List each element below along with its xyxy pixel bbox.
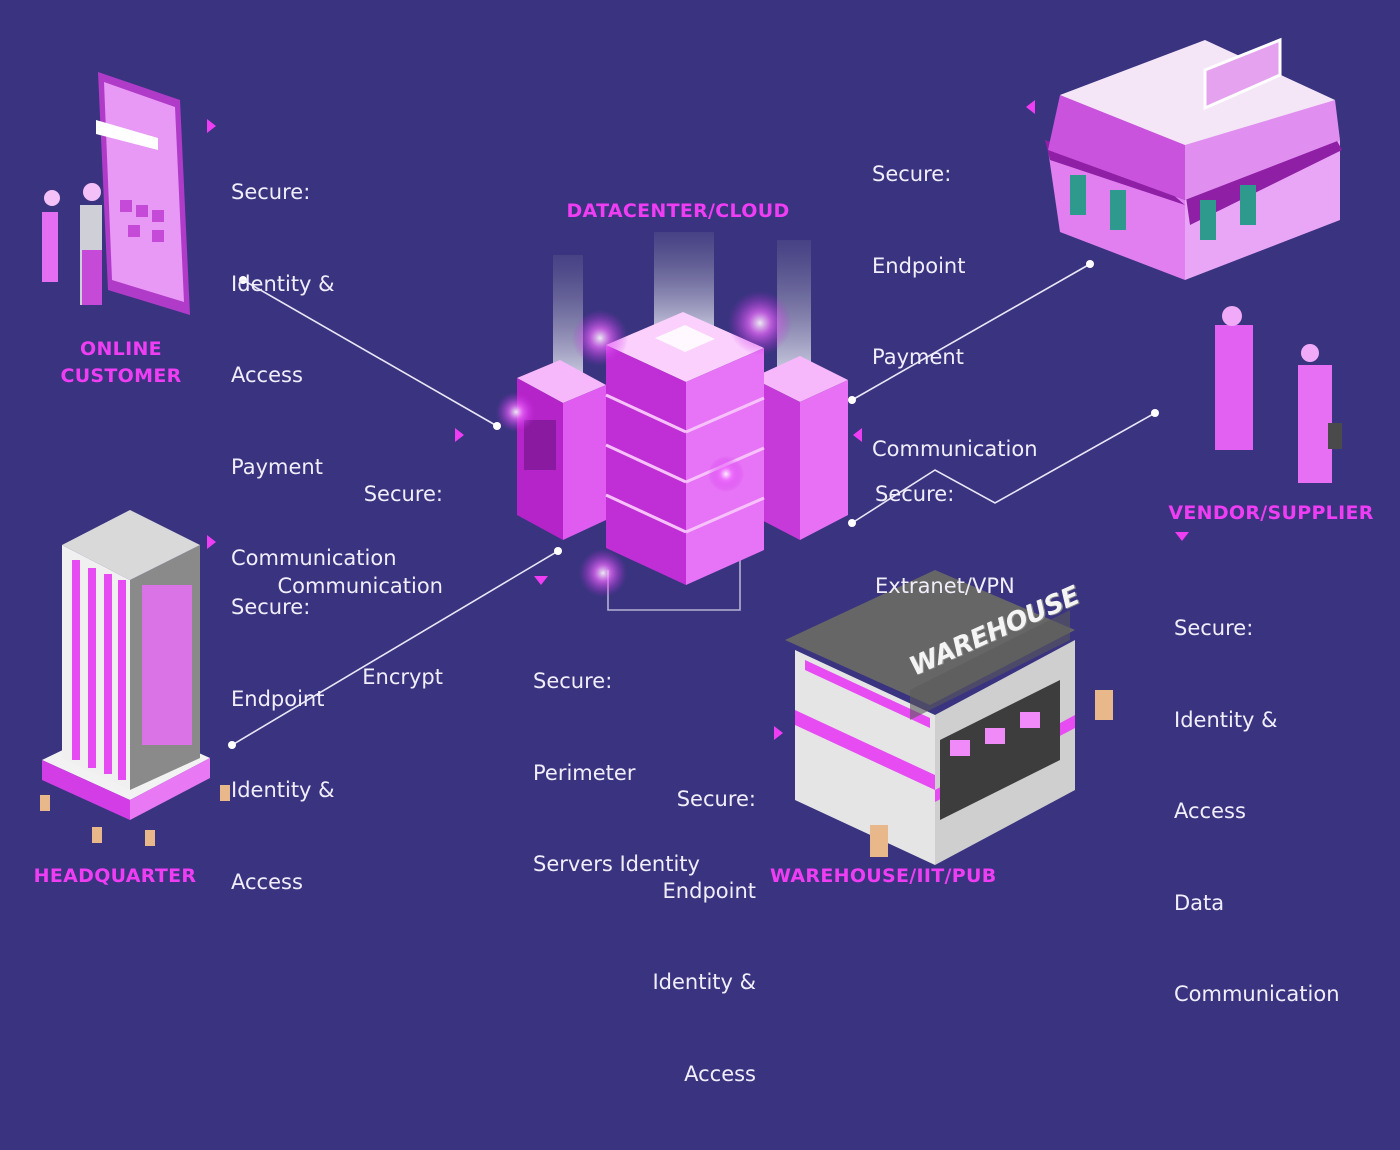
warehouse-illustration (785, 570, 1113, 865)
security-line: Access (231, 363, 303, 387)
security-line: Secure: (676, 787, 756, 811)
security-line: Endpoint (662, 878, 756, 903)
vendor-title: VENDOR/SUPPLIER (1168, 502, 1374, 524)
pointer-triangle (1026, 100, 1035, 114)
security-line: Secure: (1174, 616, 1254, 640)
vendor-security-list: Secure: Identity & Access Data Communica… (1174, 552, 1340, 1071)
glow-orb (708, 456, 744, 492)
headquarter-title: HEADQUARTER (33, 865, 197, 887)
glow-orb (496, 392, 536, 432)
connector-dot (848, 519, 856, 527)
pointer-triangle (207, 535, 216, 549)
store-illustration (1045, 37, 1342, 280)
security-line: Access (684, 1061, 756, 1086)
pointer-triangle (774, 726, 783, 740)
vendor-illustration (1215, 306, 1342, 483)
datacenter-right-security-list: Secure: Extranet/VPN (875, 418, 1015, 662)
headquarter-security-list: Secure: Endpoint Identity & Access (231, 531, 335, 958)
security-line: Secure: (231, 180, 311, 204)
security-line: Payment (872, 345, 964, 369)
connector-dots (228, 260, 1159, 749)
security-line: Extranet/VPN (875, 573, 1015, 598)
online-customer-title: ONLINE CUSTOMER (60, 338, 182, 387)
connector-dot (554, 547, 562, 555)
headquarter-illustration (40, 510, 230, 846)
datacenter-left-security-list: Secure: Communication Encrypt (270, 418, 443, 754)
security-line: Servers Identity (533, 852, 700, 876)
connector-dot (1086, 260, 1094, 268)
security-line: Communication (872, 436, 1038, 461)
connector-vendor (851, 412, 1156, 524)
glow-orb (579, 549, 627, 597)
connector-online-customer (242, 279, 498, 427)
security-line: Access (1174, 799, 1246, 823)
security-line: Endpoint (872, 253, 966, 278)
warehouse-title: WAREHOUSE/IIT/PUB (770, 865, 997, 887)
security-line: Identity & (652, 970, 756, 994)
warehouse-security-list: Secure: Endpoint Identity & Access (600, 723, 756, 1150)
datacenter-bottom-security-list: Secure: Perimeter Servers Identity (533, 605, 700, 941)
glow-orb (728, 291, 792, 355)
security-line: Identity & (1174, 707, 1278, 732)
security-line: Secure: (875, 482, 955, 506)
phone-illustration (42, 72, 190, 315)
security-line: Payment (231, 454, 323, 479)
datacenter-illustration (496, 232, 848, 597)
online-customer-security-list: Secure: Identity & Access Payment Commun… (231, 116, 397, 635)
security-line: Secure: (231, 595, 311, 619)
security-line: Encrypt (362, 665, 443, 689)
security-line: Secure: (533, 669, 613, 693)
pointer-triangle (853, 428, 862, 442)
network-diagram: WAREHOUSE DATACENTER/CLOUD ONLINE CUSTOM… (33, 37, 1374, 1086)
glow-orb (572, 310, 628, 366)
security-line: Communication (1174, 982, 1340, 1006)
pointer-triangle (207, 119, 216, 133)
security-line: Identity & (231, 778, 335, 802)
security-line: Secure: (872, 162, 952, 186)
diagram-artwork (40, 37, 1342, 865)
security-line: Endpoint (231, 686, 325, 711)
security-line: Perimeter (533, 760, 636, 785)
pointer-triangle (1175, 532, 1189, 541)
store-security-list: Secure: Endpoint Payment Communication (872, 98, 1038, 525)
data-beam (553, 255, 583, 375)
security-line: Secure: (363, 482, 443, 506)
datacenter-title: DATACENTER/CLOUD (566, 200, 790, 222)
pointer-triangle (534, 576, 548, 585)
security-line: Identity & (231, 271, 335, 296)
security-line: Access (231, 869, 303, 894)
pointer-triangle (455, 428, 464, 442)
security-line: Data (1174, 890, 1225, 915)
connector-store (851, 263, 1091, 401)
connector-dot (848, 396, 856, 404)
security-line: Communication (231, 546, 397, 570)
connector-headquarter (231, 550, 559, 746)
connector-dot (228, 741, 236, 749)
connector-dot (493, 422, 501, 430)
connector-dot (1151, 409, 1159, 417)
security-line: Communication (277, 573, 443, 598)
connector-dot (239, 276, 247, 284)
